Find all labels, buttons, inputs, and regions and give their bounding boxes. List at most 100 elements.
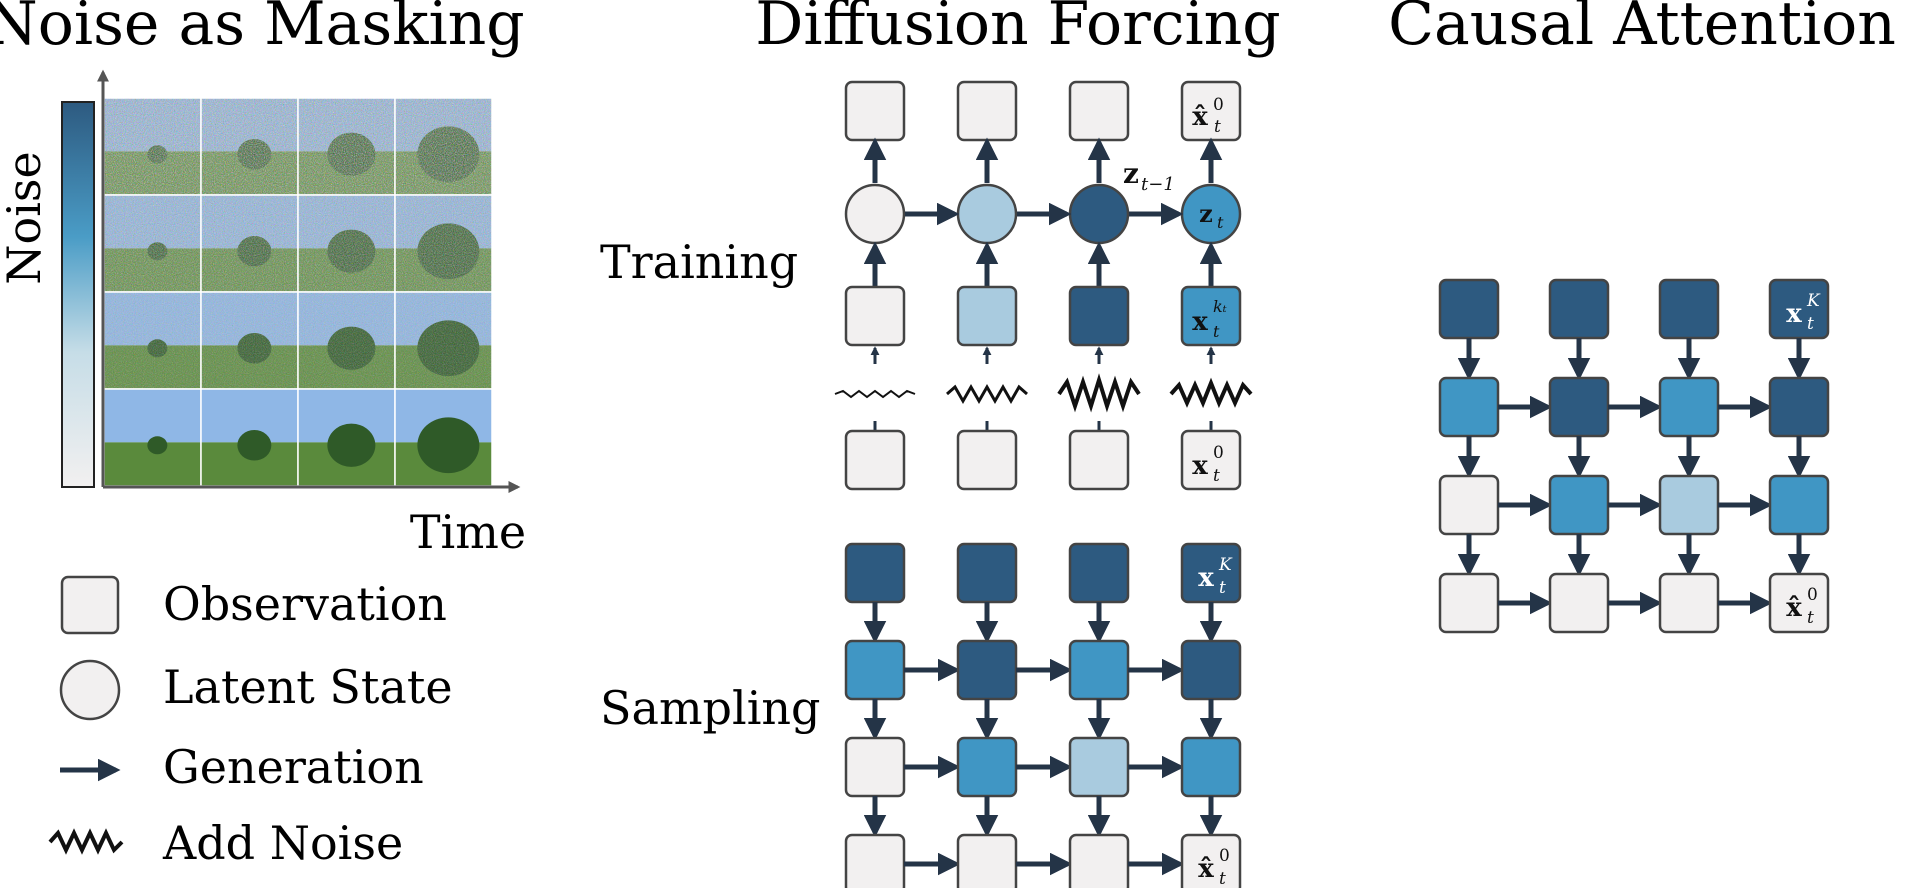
training-latent-3: [1068, 183, 1130, 245]
time-axis-label: Time: [410, 505, 526, 559]
training-diagram: x̂ t 0 z t z t−1 x t kₜ: [834, 80, 1253, 491]
sampling-box-2-2: [956, 639, 1018, 701]
training-noise-zigzag-2: [946, 383, 1028, 405]
noise-frame-3-4: [394, 291, 492, 390]
sampling-box-3-3: [1068, 736, 1130, 798]
training-clean-1: [844, 429, 906, 491]
sampling-box-4-1: [844, 833, 906, 888]
causal-box-1-1: [1438, 278, 1500, 340]
causal-xK-label: x: [1786, 299, 1802, 329]
training-noisy-2: [956, 285, 1018, 347]
training-latent-4-z: z: [1199, 199, 1213, 228]
sampling-box-1-3: [1068, 542, 1130, 604]
sampling-xK-sub: t: [1219, 578, 1226, 598]
training-output-2: [956, 80, 1018, 142]
noise-frame-1-3: [297, 98, 396, 196]
noise-axis-label: Noise: [0, 151, 51, 285]
training-noisy-1: [844, 285, 906, 347]
causal-box-2-1: [1438, 376, 1500, 438]
title-noise-as-masking: Noise as Masking: [0, 0, 525, 59]
noise-frame-4-2: [200, 388, 299, 486]
noise-frame-2-2: [200, 194, 299, 293]
training-latent-2: [956, 183, 1018, 245]
causal-box-3-1: [1438, 474, 1500, 536]
training-clean-3: [1068, 429, 1130, 491]
sampling-box-2-1: [844, 639, 906, 701]
causal-xhat-sup: 0: [1807, 585, 1818, 605]
causal-box-3-2: [1548, 474, 1610, 536]
sampling-xhat-label: x̂: [1198, 854, 1214, 884]
training-clean-4-x: x: [1192, 451, 1208, 481]
sampling-box-3-1: [844, 736, 906, 798]
training-clean-4-sub: t: [1213, 466, 1220, 486]
training-noisy-4-sub: t: [1213, 322, 1220, 341]
noise-frame-1-2: [200, 98, 299, 196]
sampling-box-4-2: [956, 833, 1018, 888]
noise-frame-2-1: [104, 194, 202, 293]
legend-add-noise-label: Add Noise: [162, 816, 403, 870]
title-causal-attention: Causal Attention: [1388, 0, 1896, 59]
legend: Observation Latent State Generation Add …: [48, 575, 453, 870]
training-noise-zigzag-1: [834, 389, 916, 399]
legend-add-noise-icon: [48, 828, 124, 855]
training-output-1: [844, 80, 906, 142]
causal-box-3-4: [1768, 474, 1830, 536]
training-output-4-sub: t: [1214, 117, 1221, 137]
training-latent-1: [844, 183, 906, 245]
causal-box-2-3: [1658, 376, 1720, 438]
causal-box-4-1: [1438, 572, 1500, 634]
legend-latent-label: Latent State: [163, 660, 453, 714]
sampling-box-3-2: [956, 736, 1018, 798]
noise-frame-3-1: [104, 291, 202, 390]
causal-box-1-2: [1548, 278, 1610, 340]
sampling-xK-sup: K: [1218, 555, 1233, 575]
causal-box-2-2: [1548, 376, 1610, 438]
sampling-box-4-3: [1068, 833, 1130, 888]
causal-box-3-3: [1658, 474, 1720, 536]
sampling-label: Sampling: [600, 681, 821, 735]
causal-xK-sub: t: [1807, 314, 1814, 334]
title-diffusion-forcing: Diffusion Forcing: [755, 0, 1280, 59]
causal-box-4-2: [1548, 572, 1610, 634]
causal-box-1-3: [1658, 278, 1720, 340]
sampling-box-2-3: [1068, 639, 1130, 701]
noise-frame-4-1: [104, 388, 202, 486]
frame-grid: [104, 98, 492, 486]
training-noise-zigzag-3: [1057, 373, 1141, 413]
noise-frame-2-3: [297, 194, 396, 293]
noise-frame-3-2: [200, 291, 299, 390]
sampling-box-1-2: [956, 542, 1018, 604]
noise-frame-4-4: [394, 388, 492, 486]
causal-box-4-4: [1768, 572, 1830, 634]
training-label: Training: [600, 235, 798, 289]
training-noisy-4-sup: kₜ: [1213, 297, 1227, 316]
sampling-box-4-4: [1180, 833, 1242, 888]
causal-xhat-label: x̂: [1786, 593, 1802, 623]
noise-frame-1-4: [394, 98, 492, 196]
training-output-4-xhat: x̂: [1192, 102, 1208, 132]
causal-xK-sup: K: [1806, 291, 1821, 311]
training-noisy-4: [1180, 285, 1242, 347]
training-output-4: [1180, 80, 1242, 142]
sampling-xhat-sup: 0: [1219, 846, 1230, 866]
sampling-box-3-4: [1180, 736, 1242, 798]
noise-frame-2-4: [394, 194, 492, 293]
legend-latent-swatch: [59, 659, 121, 721]
legend-generation-label: Generation: [163, 740, 424, 794]
legend-observation-swatch: [60, 575, 120, 635]
training-noise-zigzag-4: [1169, 377, 1253, 409]
training-noisy-3: [1068, 285, 1130, 347]
noise-frame-3-3: [297, 291, 396, 390]
training-clean-2: [956, 429, 1018, 491]
noise-masking-panel: Noise Time: [0, 69, 526, 559]
noise-frame-1-1: [104, 98, 202, 196]
training-clean-4: [1180, 429, 1242, 491]
sampling-xK-label: x: [1198, 563, 1214, 593]
z-prev-sub: t−1: [1141, 174, 1175, 195]
causal-box-4-3: [1658, 572, 1720, 634]
causal-box-2-4: [1768, 376, 1830, 438]
training-output-4-sup: 0: [1213, 95, 1224, 115]
noise-colorbar: [61, 101, 95, 488]
